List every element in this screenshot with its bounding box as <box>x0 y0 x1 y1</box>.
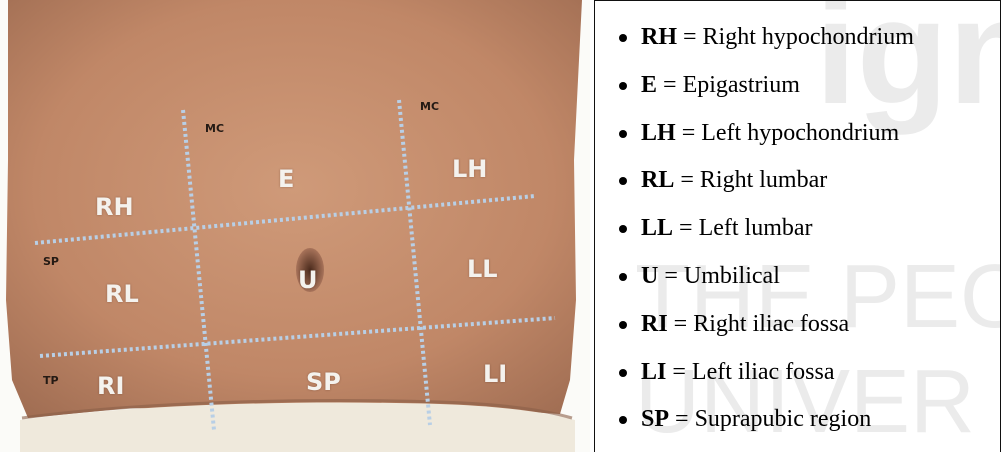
legend-item: SP = Suprapubic region <box>595 405 914 452</box>
bullet-icon <box>619 369 627 377</box>
abdomen-skin <box>6 0 582 418</box>
line-label-mc-left: MC <box>205 122 224 135</box>
region-label-u: U <box>298 266 318 294</box>
bullet-icon <box>619 34 627 42</box>
bullet-icon <box>619 273 627 281</box>
legend-item: U = Umbilical <box>595 262 914 310</box>
legend-item: RI = Right iliac fossa <box>595 310 914 358</box>
bullet-icon <box>619 82 627 90</box>
bullet-icon <box>619 130 627 138</box>
legend-panel: ign THE PEO UNIVER RH = Right hypochondr… <box>594 0 1001 452</box>
bullet-icon <box>619 177 627 185</box>
legend-item: RH = Right hypochondrium <box>595 23 914 71</box>
legend-item: LI = Left iliac fossa <box>595 358 914 406</box>
abdomen-photo: RH E LH RL U LL RI SP LI MC MC SP TP <box>0 0 590 452</box>
region-label-ll: LL <box>467 255 498 283</box>
legend-item: E = Epigastrium <box>595 71 914 119</box>
region-label-e: E <box>278 165 294 193</box>
bullet-icon <box>619 321 627 329</box>
region-label-ri: RI <box>97 372 124 400</box>
region-label-lh: LH <box>452 155 487 183</box>
legend-list: RH = Right hypochondrium E = Epigastrium… <box>595 23 914 452</box>
region-label-rh: RH <box>95 193 134 221</box>
region-label-sp: SP <box>306 368 341 396</box>
legend-item: LL = Left lumbar <box>595 214 914 262</box>
region-label-li: LI <box>483 360 507 388</box>
legend-item: LH = Left hypochondrium <box>595 119 914 167</box>
line-label-tp: TP <box>43 374 59 387</box>
bullet-icon <box>619 225 627 233</box>
legend-item: RL = Right lumbar <box>595 166 914 214</box>
region-label-rl: RL <box>105 280 139 308</box>
line-label-sp: SP <box>43 255 59 268</box>
bullet-icon <box>619 416 627 424</box>
line-label-mc-right: MC <box>420 100 439 113</box>
